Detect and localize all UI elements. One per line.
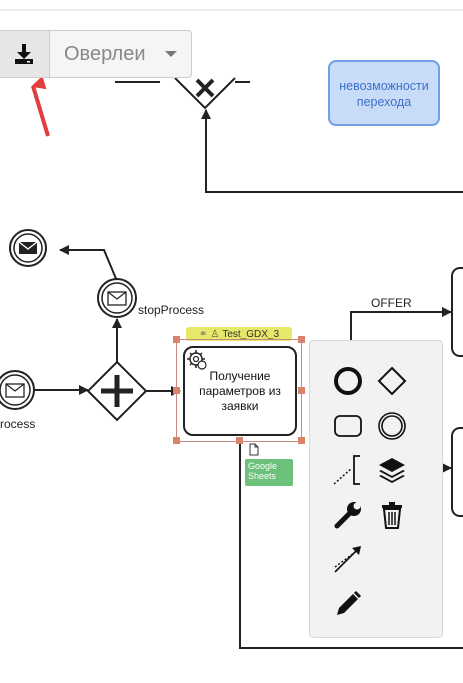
stop-process-event[interactable] bbox=[97, 278, 137, 318]
offer-flow bbox=[350, 307, 452, 345]
google-sheets-tag[interactable]: Google Sheets bbox=[245, 459, 293, 486]
service-task-icon bbox=[187, 350, 207, 370]
append-gateway-button[interactable] bbox=[374, 363, 410, 399]
append-text-annotation-button[interactable] bbox=[330, 452, 366, 488]
link-icon: ⚭ bbox=[198, 328, 208, 340]
change-type-button[interactable] bbox=[330, 497, 366, 533]
pencil-icon bbox=[337, 590, 362, 615]
resize-handle-bottom-left[interactable] bbox=[173, 437, 180, 444]
stop-process-label: stopProcess bbox=[138, 303, 205, 317]
overlays-dropdown[interactable]: Оверлеи bbox=[50, 31, 191, 77]
append-intermediate-event-button[interactable] bbox=[374, 408, 410, 444]
toolbar: Оверлеи bbox=[0, 30, 193, 78]
right-task-lower[interactable] bbox=[451, 427, 463, 517]
download-icon bbox=[15, 44, 33, 64]
gateway-icon bbox=[377, 366, 407, 396]
connect-arrow-icon bbox=[334, 546, 361, 573]
connection-handle-right[interactable] bbox=[298, 387, 305, 394]
connection-handle-left[interactable] bbox=[173, 387, 180, 394]
end-event-top[interactable] bbox=[9, 229, 47, 267]
connection-handle-bottom[interactable] bbox=[236, 437, 243, 444]
wrench-icon bbox=[334, 502, 361, 529]
end-event-icon bbox=[334, 367, 362, 395]
annotation-arrow bbox=[31, 75, 50, 137]
bottom-loop-flow bbox=[239, 440, 463, 649]
task-icon bbox=[334, 415, 362, 437]
download-button[interactable] bbox=[0, 31, 50, 77]
blue-task[interactable]: невозможности перехода bbox=[328, 60, 440, 126]
resize-handle-top-left[interactable] bbox=[173, 336, 180, 343]
append-task-button[interactable] bbox=[330, 408, 366, 444]
text-annotation-icon bbox=[333, 455, 360, 485]
delete-button[interactable] bbox=[374, 497, 410, 533]
caret-down-icon bbox=[165, 51, 178, 57]
parallel-gateway[interactable] bbox=[86, 360, 148, 422]
edit-label-button[interactable] bbox=[330, 586, 366, 622]
right-task-upper[interactable] bbox=[451, 267, 463, 357]
document-icon bbox=[249, 443, 259, 456]
trash-icon bbox=[382, 502, 402, 529]
top-divider bbox=[0, 9, 463, 11]
lane-tag[interactable]: ⚭ ♙ Test_GDX_3 bbox=[186, 327, 292, 341]
blue-task-label: невозможности перехода bbox=[339, 78, 429, 109]
process-label: rocess bbox=[0, 417, 36, 431]
append-end-event-button[interactable] bbox=[330, 363, 366, 399]
overlays-label: Оверлеи bbox=[64, 42, 146, 65]
user-icon: ♙ bbox=[210, 328, 220, 340]
resize-handle-bottom-right[interactable] bbox=[298, 437, 305, 444]
layers-icon bbox=[379, 458, 405, 483]
main-task-label: Получение параметров из заявки bbox=[199, 368, 281, 413]
lane-tag-label: Test_GDX_3 bbox=[222, 328, 280, 340]
google-sheets-label: Google Sheets bbox=[248, 461, 278, 482]
resize-handle-top-right[interactable] bbox=[298, 336, 305, 343]
offer-label: OFFER bbox=[371, 296, 412, 310]
top-gateway[interactable] bbox=[174, 77, 236, 110]
layers-button[interactable] bbox=[374, 452, 410, 488]
flow-to-end-event bbox=[59, 245, 118, 282]
connect-button[interactable] bbox=[330, 541, 366, 577]
intermediate-event-icon bbox=[378, 412, 406, 440]
process-event[interactable] bbox=[0, 370, 35, 410]
flow-to-top-gateway bbox=[201, 109, 463, 193]
context-palette bbox=[309, 340, 443, 638]
